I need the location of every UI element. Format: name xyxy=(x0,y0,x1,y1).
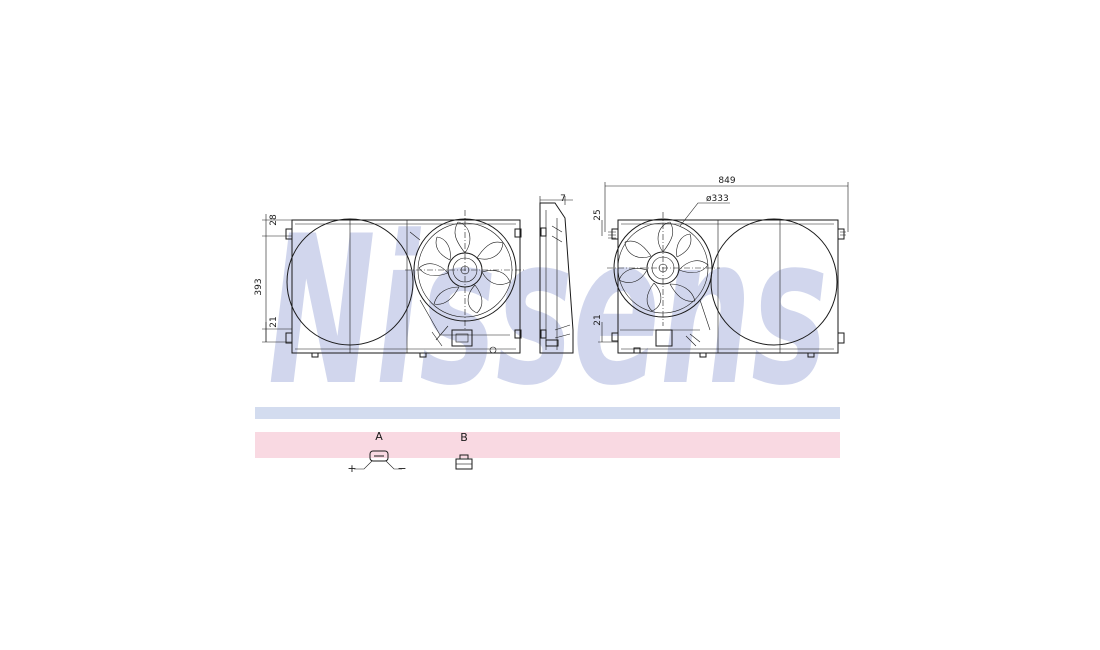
connector-a-label: A xyxy=(375,430,383,443)
side-view: 7 xyxy=(539,194,574,354)
dim-fan-diameter: ø333 xyxy=(706,194,729,204)
dim-bottom-offset-right: 21 xyxy=(593,314,603,325)
connector-a-plus: + xyxy=(347,462,356,475)
dim-depth: 7 xyxy=(560,194,566,204)
rear-view-dimensions: 849 ø333 25 21 xyxy=(593,176,849,343)
connector-a-minus: − xyxy=(397,462,406,475)
dim-bottom-offset-left: 21 xyxy=(269,316,279,327)
front-view xyxy=(285,210,525,358)
pink-band xyxy=(255,432,840,458)
dim-top-offset: 28 xyxy=(269,214,279,226)
connector-b-label: B xyxy=(460,431,468,444)
dim-height: 393 xyxy=(254,278,264,295)
front-view-dimensions: 28 393 21 xyxy=(254,214,292,343)
dim-width: 849 xyxy=(718,176,735,186)
dim-top-offset-right: 25 xyxy=(593,209,603,220)
watermark-logo: Nissens xyxy=(268,193,828,431)
rear-view xyxy=(607,212,846,358)
blue-band xyxy=(255,407,840,419)
connector-b: B xyxy=(455,431,473,470)
connector-a: A + − xyxy=(347,430,406,475)
